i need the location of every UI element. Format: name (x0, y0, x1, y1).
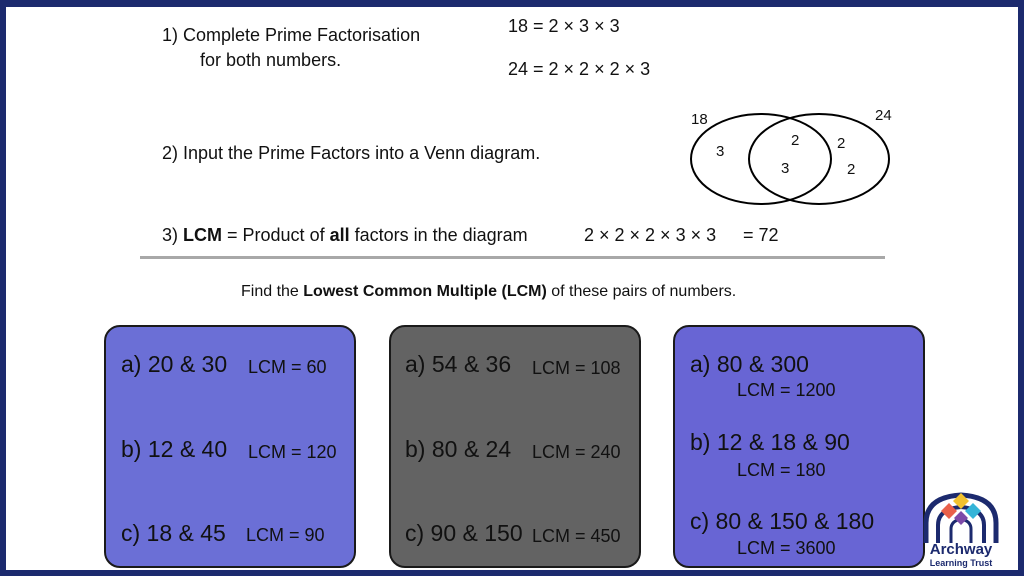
factorisation-18: 18 = 2 × 3 × 3 (508, 16, 620, 36)
venn-shared-factor: 3 (781, 160, 790, 177)
step3-lcm: LCM (183, 225, 223, 245)
venn-circle-18 (690, 113, 832, 205)
question-1c: c) 18 & 45 (121, 520, 226, 546)
archway-arch-icon (923, 492, 999, 543)
question-2a: a) 54 & 36 (405, 351, 512, 377)
answer-3b: LCM = 180 (737, 460, 826, 480)
answer-1b: LCM = 120 (248, 442, 337, 462)
question-1a: a) 20 & 30 (121, 351, 228, 377)
answer-3c: LCM = 3600 (737, 538, 836, 558)
instruction-prefix: Find the (241, 283, 304, 300)
answer-3a: LCM = 1200 (737, 380, 836, 400)
question-box-1: a) 20 & 30 LCM = 60 b) 12 & 40 LCM = 120… (104, 325, 356, 568)
question-2b: b) 80 & 24 (405, 436, 512, 462)
instruction-suffix: of these pairs of numbers. (546, 283, 737, 300)
question-3c: c) 80 & 150 & 180 (690, 508, 875, 534)
answer-1c: LCM = 90 (246, 525, 325, 545)
question-3a: a) 80 & 300 (690, 351, 809, 377)
venn-left-factor: 3 (716, 143, 725, 160)
step3-text: 3) LCM = Product of all factors in the d… (162, 225, 528, 246)
lcm-product: 2 × 2 × 2 × 3 × 3 (584, 225, 717, 245)
step2-text: 2) Input the Prime Factors into a Venn d… (162, 143, 541, 163)
logo-name: Archway (929, 541, 993, 558)
question-1b: b) 12 & 40 (121, 436, 228, 462)
step3-all: all (329, 225, 350, 245)
archway-logo: Archway Learning Trust (918, 489, 1004, 570)
step1-line1: 1) Complete Prime Factorisation (162, 25, 421, 45)
venn-right-factor: 2 (847, 161, 856, 178)
venn-shared-factor: 2 (791, 132, 800, 149)
answer-2c: LCM = 450 (532, 526, 621, 546)
venn-label-24: 24 (875, 107, 892, 124)
question-3b: b) 12 & 18 & 90 (690, 429, 850, 455)
answer-2b: LCM = 240 (532, 442, 621, 462)
instruction-text: Find the Lowest Common Multiple (LCM) of… (241, 283, 736, 301)
step3-end: factors in the diagram (349, 225, 528, 245)
answer-2a: LCM = 108 (532, 358, 621, 378)
step1-line2: for both numbers. (200, 50, 342, 70)
logo-subtitle: Learning Trust (929, 558, 993, 568)
question-box-2: a) 54 & 36 LCM = 108 b) 80 & 24 LCM = 24… (389, 325, 641, 568)
question-box-3: a) 80 & 300 LCM = 1200 b) 12 & 18 & 90 L… (673, 325, 925, 568)
answer-1a: LCM = 60 (248, 357, 327, 377)
divider-line (140, 256, 885, 259)
venn-circle-24 (748, 113, 890, 205)
question-2c: c) 90 & 150 (405, 520, 523, 546)
step3-prefix: 3) (162, 225, 184, 245)
step3-mid: = Product of (222, 225, 330, 245)
venn-diagram (690, 113, 890, 205)
lcm-result: = 72 (743, 225, 779, 245)
venn-label-18: 18 (691, 111, 708, 128)
instruction-bold: Lowest Common Multiple (LCM) (303, 283, 547, 300)
venn-right-factor: 2 (837, 135, 846, 152)
factorisation-24: 24 = 2 × 2 × 2 × 3 (508, 59, 651, 79)
